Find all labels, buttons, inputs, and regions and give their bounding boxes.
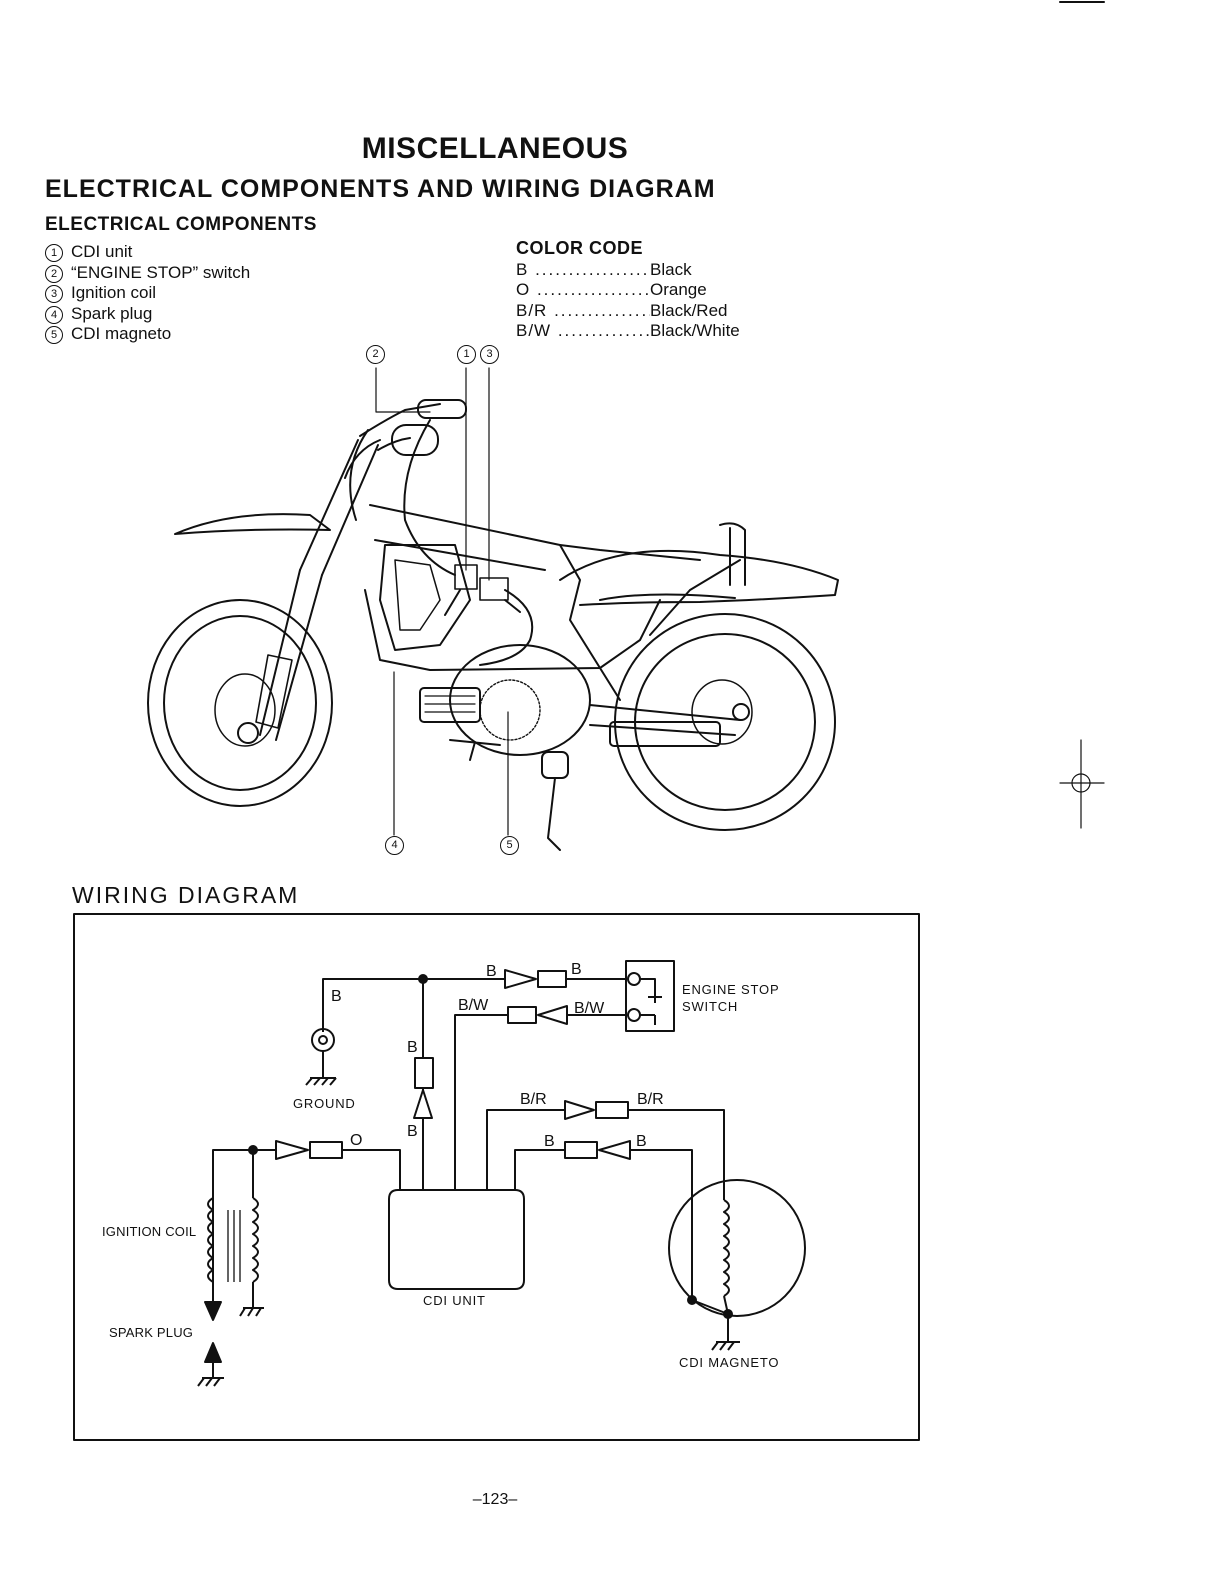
color-code-abbrev: O xyxy=(516,280,650,301)
connector-female xyxy=(537,970,567,988)
color-code-row: BBlack xyxy=(516,260,740,281)
color-code-name: Black/Red xyxy=(650,300,728,320)
callout-cdi-unit: 1 xyxy=(457,345,476,364)
component-label: Spark plug xyxy=(71,303,153,323)
connector-male xyxy=(537,1005,568,1025)
component-item: 3 Ignition coil xyxy=(45,283,250,304)
wire-label: B xyxy=(571,961,582,978)
schematic-frame xyxy=(73,913,920,1441)
engine-stop-switch-label: ENGINE STOP xyxy=(682,982,779,997)
wire-label: B/W xyxy=(574,1000,605,1017)
color-code-legend: COLOR CODE BBlack OOrange B/RBlack/Red B… xyxy=(516,238,740,342)
wire-label: B xyxy=(636,1133,647,1150)
color-code-name: Black xyxy=(650,259,692,279)
components-heading: ELECTRICAL COMPONENTS xyxy=(45,214,317,235)
color-code-row: OOrange xyxy=(516,280,740,301)
component-item: 4 Spark plug xyxy=(45,304,250,325)
wire-label: O xyxy=(350,1132,362,1149)
component-item: 2 “ENGINE STOP” switch xyxy=(45,263,250,284)
cdi-unit-label: CDI UNIT xyxy=(423,1293,486,1308)
magneto-coil xyxy=(723,1199,730,1297)
connector-female xyxy=(414,1057,434,1089)
component-item: 1 CDI unit xyxy=(45,242,250,263)
component-label: CDI magneto xyxy=(71,324,172,343)
component-label: CDI unit xyxy=(71,242,133,261)
wiring-diagram-heading: WIRING DIAGRAM xyxy=(72,882,300,908)
component-label: “ENGINE STOP” switch xyxy=(71,262,251,282)
color-code-abbrev: B/R xyxy=(516,301,650,322)
callout-ignition-coil: 3 xyxy=(480,345,499,364)
callout-number: 2 xyxy=(45,264,63,283)
callout-spark-plug: 4 xyxy=(385,836,404,855)
ground-terminal xyxy=(311,1028,335,1052)
color-code-name: Orange xyxy=(650,280,707,299)
cdi-magneto-label: CDI MAGNETO xyxy=(679,1355,779,1370)
wire-label: B xyxy=(407,1123,418,1140)
wire-ground-b xyxy=(322,978,505,1032)
wire-label: B xyxy=(544,1133,555,1150)
ignition-coil-primary xyxy=(207,1197,214,1283)
wire-label: B xyxy=(331,988,342,1005)
component-label: Ignition coil xyxy=(71,283,157,302)
callout-number: 1 xyxy=(45,244,63,262)
color-code-row: B/RBlack/Red xyxy=(516,301,740,322)
connector-female xyxy=(507,1006,537,1024)
ground-label: GROUND xyxy=(293,1096,356,1111)
wire-label: B/R xyxy=(520,1091,547,1108)
cdi-magneto-symbol xyxy=(668,1179,806,1317)
callout-cdi-magneto: 5 xyxy=(500,836,519,855)
wire-label: B/W xyxy=(458,997,489,1014)
section-title: ELECTRICAL COMPONENTS AND WIRING DIAGRAM xyxy=(45,175,716,203)
color-code-name: Black/White xyxy=(650,321,740,340)
page-title: MISCELLANEOUS xyxy=(361,132,629,165)
wire-label: B/R xyxy=(637,1091,664,1108)
callout-engine-stop-switch: 2 xyxy=(366,345,385,364)
connector-male xyxy=(413,1089,433,1119)
engine-stop-switch-label: SWITCH xyxy=(682,999,738,1014)
cdi-unit-symbol xyxy=(388,1189,525,1290)
connector-male xyxy=(504,969,537,989)
color-code-abbrev: B/W xyxy=(516,321,650,342)
callout-number: 5 xyxy=(45,326,63,344)
color-code-heading: COLOR CODE xyxy=(516,238,644,258)
callout-number: 4 xyxy=(45,305,63,324)
color-code-abbrev: B xyxy=(516,260,650,281)
ignition-coil-secondary xyxy=(252,1197,259,1283)
color-code-row: B/WBlack/White xyxy=(516,321,740,342)
wire-label: B xyxy=(486,963,497,980)
page-number: –123– xyxy=(472,1491,518,1508)
wire-label: B xyxy=(407,1039,418,1056)
components-list: 1 CDI unit 2 “ENGINE STOP” switch 3 Ignitio… xyxy=(45,242,250,345)
spark-plug-label: SPARK PLUG xyxy=(109,1325,193,1340)
component-item: 5 CDI magneto xyxy=(45,324,250,345)
engine-stop-switch-symbol xyxy=(625,960,675,1032)
ignition-coil-label: IGNITION COIL xyxy=(102,1224,196,1239)
callout-number: 3 xyxy=(45,285,63,303)
